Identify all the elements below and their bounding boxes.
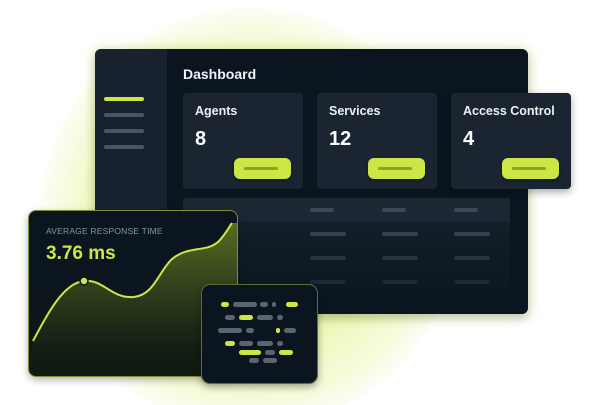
sidebar-item-1[interactable] bbox=[104, 97, 144, 101]
card-label: Access Control bbox=[463, 104, 555, 118]
card-value: 12 bbox=[329, 128, 352, 150]
code-token bbox=[225, 341, 235, 346]
code-token bbox=[246, 328, 254, 333]
sidebar-item-3[interactable] bbox=[104, 129, 144, 133]
card-services: Services 12 bbox=[317, 93, 437, 189]
code-token bbox=[249, 358, 259, 363]
metric-value: 3.76 ms bbox=[46, 243, 116, 264]
table-cell bbox=[454, 232, 490, 236]
code-token bbox=[233, 302, 257, 307]
code-token bbox=[221, 302, 229, 307]
code-token bbox=[284, 328, 296, 333]
table-cell bbox=[310, 232, 346, 236]
page-title: Dashboard bbox=[183, 66, 257, 82]
card-agents: Agents 8 bbox=[183, 93, 303, 189]
code-token bbox=[225, 315, 235, 320]
code-token bbox=[277, 315, 283, 320]
table-cell bbox=[382, 232, 418, 236]
table-cell bbox=[382, 280, 418, 284]
code-token bbox=[257, 315, 273, 320]
code-token bbox=[265, 350, 275, 355]
code-token bbox=[218, 328, 242, 333]
code-token bbox=[257, 341, 273, 346]
table-cell bbox=[310, 280, 346, 284]
card-value: 8 bbox=[195, 128, 207, 150]
services-action-button[interactable] bbox=[368, 158, 425, 179]
code-snippet-card bbox=[201, 284, 318, 384]
table-header-cell bbox=[454, 208, 478, 212]
chart-point[interactable] bbox=[79, 276, 89, 286]
code-token bbox=[239, 341, 253, 346]
card-label: Services bbox=[329, 104, 381, 118]
table-header bbox=[183, 198, 510, 221]
table-cell bbox=[454, 280, 490, 284]
code-token bbox=[239, 315, 253, 320]
card-access-control: Access Control 4 bbox=[451, 93, 571, 189]
sidebar-item-4[interactable] bbox=[104, 145, 144, 149]
sidebar-item-2[interactable] bbox=[104, 113, 144, 117]
code-token bbox=[239, 350, 261, 355]
table-cell bbox=[382, 256, 418, 260]
code-token bbox=[263, 358, 277, 363]
code-token bbox=[286, 302, 298, 307]
table-cell bbox=[454, 256, 490, 260]
card-label: Agents bbox=[195, 104, 238, 118]
table-header-cell bbox=[310, 208, 334, 212]
code-token bbox=[277, 341, 283, 346]
agents-action-button[interactable] bbox=[234, 158, 291, 179]
card-value: 4 bbox=[463, 128, 475, 150]
response-time-chart bbox=[29, 222, 237, 376]
code-token bbox=[260, 302, 268, 307]
table-cell bbox=[310, 256, 346, 260]
access-control-action-button[interactable] bbox=[502, 158, 559, 179]
code-token bbox=[272, 302, 276, 307]
code-token bbox=[279, 350, 293, 355]
metric-label: AVERAGE RESPONSE TIME bbox=[46, 226, 163, 236]
table-header-cell bbox=[382, 208, 406, 212]
code-token bbox=[276, 328, 280, 333]
